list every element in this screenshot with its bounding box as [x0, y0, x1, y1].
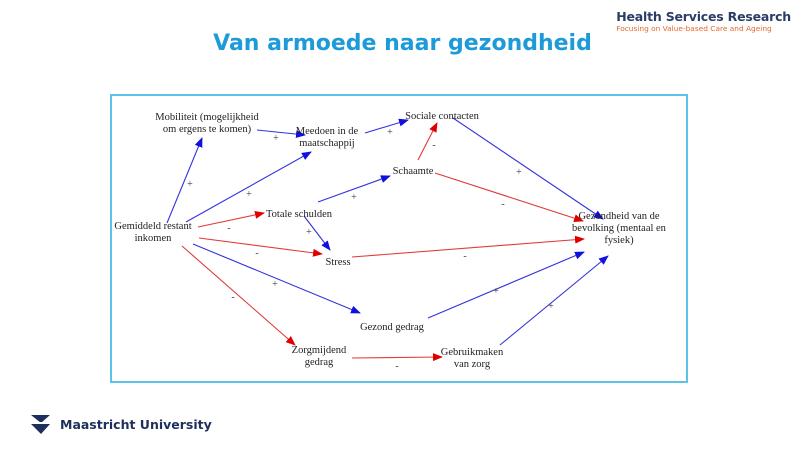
edge-sign: + — [273, 133, 279, 144]
edge-sign: + — [493, 286, 499, 297]
edge-sign: + — [306, 227, 312, 238]
edge-zorg-to-gezondheid — [499, 255, 609, 346]
edge-schulden-to-stress — [303, 215, 331, 251]
node-label-line: Schaamte — [393, 166, 434, 177]
node-label-line: Zorgmijdend — [292, 345, 347, 356]
node-label-line: Mobiliteit (mogelijkheid — [155, 112, 259, 123]
edge-inkomen-to-zorgmijdend — [181, 245, 296, 346]
edge-sign: - — [395, 361, 398, 372]
node-label-line: Gezondheid van de — [578, 211, 659, 222]
footer: Maastricht University — [30, 413, 212, 435]
university-name: Maastricht University — [60, 416, 212, 432]
edge-schulden-to-schaamte — [317, 175, 391, 203]
edge-sign: - — [227, 223, 230, 234]
diagram-frame — [110, 94, 688, 383]
edge-sign: + — [351, 192, 357, 203]
node-label-line: van zorg — [454, 359, 491, 370]
node-label-line: Meedoen in de — [296, 126, 359, 137]
edge-inkomen-to-gedrag — [192, 243, 361, 314]
edge-sign: - — [231, 292, 234, 303]
node-schulden: Totale schulden — [266, 209, 333, 220]
node-label-line: Gezond gedrag — [360, 322, 425, 333]
edge-stress-to-gezondheid — [351, 235, 585, 258]
node-label-line: Sociale contacten — [405, 111, 480, 122]
edge-sign: + — [548, 301, 554, 312]
edge-mobiliteit-to-meedoen — [256, 129, 306, 139]
edge-sign: + — [387, 127, 393, 138]
edge-zorgmijdend-to-zorg — [351, 353, 443, 362]
edge-schaamte-to-gezondheid — [434, 172, 584, 223]
edge-inkomen-to-meedoen — [185, 151, 312, 223]
edge-schaamte-to-sociale — [417, 122, 438, 161]
edge-inkomen-to-mobiliteit — [166, 137, 203, 224]
node-schaamte: Schaamte — [393, 166, 434, 177]
edge-sign: + — [516, 167, 522, 178]
node-label-line: Gebruikmaken — [441, 347, 504, 358]
edge-inkomen-to-stress — [198, 237, 323, 257]
brand-subtitle: Focusing on Value-based Care and Ageing — [616, 24, 772, 33]
edge-sign: + — [187, 179, 193, 190]
node-gedrag: Gezond gedrag — [360, 322, 425, 333]
node-stress: Stress — [325, 257, 350, 268]
node-label-line: Totale schulden — [266, 209, 333, 220]
edge-sign: - — [501, 199, 504, 210]
node-label-line: Stress — [325, 257, 350, 268]
edge-sign: - — [255, 248, 258, 259]
node-label-line: maatschappij — [299, 138, 354, 149]
edge-sign: - — [463, 251, 466, 262]
edge-sign: + — [246, 189, 252, 200]
node-label-line: fysiek) — [604, 235, 634, 246]
edge-inkomen-to-schulden — [197, 210, 265, 228]
edge-sign: - — [432, 140, 435, 151]
edge-sociale-to-gezondheid — [452, 117, 604, 220]
node-label-line: Gemiddeld restant — [114, 221, 191, 232]
brand-title: Health Services Research — [616, 9, 791, 24]
node-label-line: gedrag — [305, 357, 334, 368]
node-label-line: bevolking (mentaal en — [572, 223, 667, 234]
edge-meedoen-to-sociale — [364, 118, 409, 134]
node-sociale: Sociale contacten — [405, 111, 480, 122]
node-label-line: om ergens te komen) — [163, 124, 252, 135]
node-label-line: inkomen — [135, 233, 172, 244]
university-logo-icon — [31, 415, 51, 434]
brand: Health Services Research Focusing on Val… — [616, 9, 791, 33]
edge-sign: + — [272, 279, 278, 290]
edge-gedrag-to-gezondheid — [427, 251, 585, 319]
slide-title: Van armoede naar gezondheid — [213, 31, 592, 56]
